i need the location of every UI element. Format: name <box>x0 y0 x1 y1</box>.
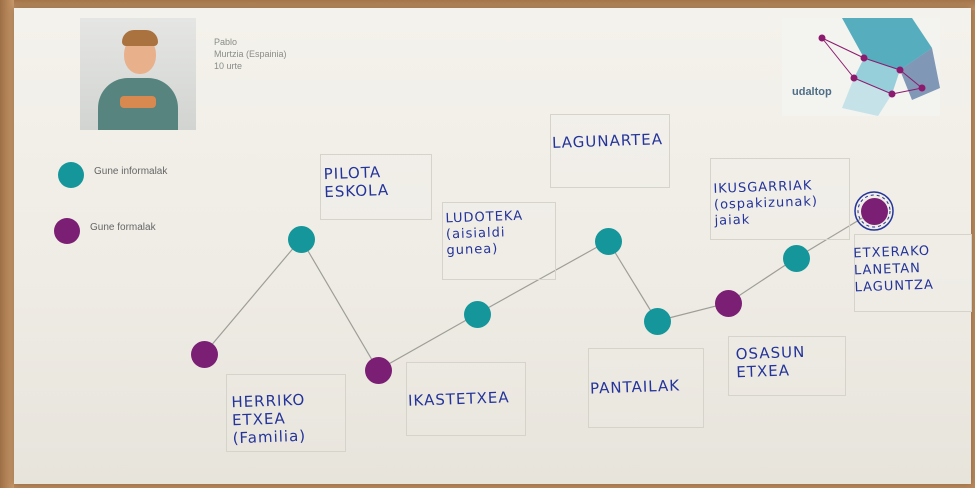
node-ludoteka <box>463 300 491 328</box>
label-ikusgarriak: IKUSGARRIAK (ospakizunak) jaiak <box>713 178 819 229</box>
label-ikastetxea: IKASTETXEA <box>407 388 510 410</box>
udaltop-logo: udaltop <box>782 18 940 116</box>
node-ikusgarriak <box>782 244 810 272</box>
profile-age: 10 urte <box>214 61 243 71</box>
node-pilota <box>287 225 315 253</box>
label-osasun: OSASUN ETXEA <box>735 342 806 382</box>
label-ludoteka: LUDOTEKA (aisialdi gunea) <box>445 208 524 259</box>
table-edge <box>0 0 975 10</box>
child-portrait <box>80 18 196 130</box>
legend-informal-dot <box>58 162 84 188</box>
node-osasun <box>714 289 742 317</box>
label-herriko: HERRIKO ETXEA (Familia) <box>231 390 307 448</box>
label-etxerako: ETXERAKO LANETAN LAGUNTZA <box>853 243 935 296</box>
node-pantailak <box>643 307 671 335</box>
profile-name: Pablo <box>214 37 238 47</box>
node-herriko <box>190 340 218 368</box>
box-etxerako <box>854 234 972 312</box>
legend-formal-label: Gune formalak <box>90 222 156 233</box>
table-edge-left <box>0 0 14 488</box>
box-pantailak <box>588 348 704 428</box>
box-pilota <box>320 154 432 220</box>
paper-sheet: Pablo Murtzia (Espainia) 10 urte udal <box>14 8 972 484</box>
profile-info: Pablo Murtzia (Espainia) 10 urte <box>214 36 287 72</box>
box-ludoteka <box>442 202 556 280</box>
legend-informal-label: Gune informalak <box>94 166 168 177</box>
label-pantailak: PANTAILAK <box>589 376 681 398</box>
box-lagunartea <box>550 114 670 188</box>
node-lagunartea <box>594 227 622 255</box>
box-ikusgarriak <box>710 158 850 240</box>
scribble-circle <box>854 191 894 231</box>
profile-place: Murtzia (Espainia) <box>214 49 287 59</box>
box-herriko <box>226 374 346 452</box>
box-osasun <box>728 336 846 396</box>
box-ikastetxea <box>406 362 526 436</box>
legend-formal-dot <box>54 218 80 244</box>
label-lagunartea: LAGUNARTEA <box>551 130 664 152</box>
logo-text: udaltop <box>792 86 832 98</box>
node-etxerako <box>860 197 888 225</box>
node-ikastetxea <box>364 356 392 384</box>
label-pilota: PILOTA ESKOLA <box>323 163 390 202</box>
